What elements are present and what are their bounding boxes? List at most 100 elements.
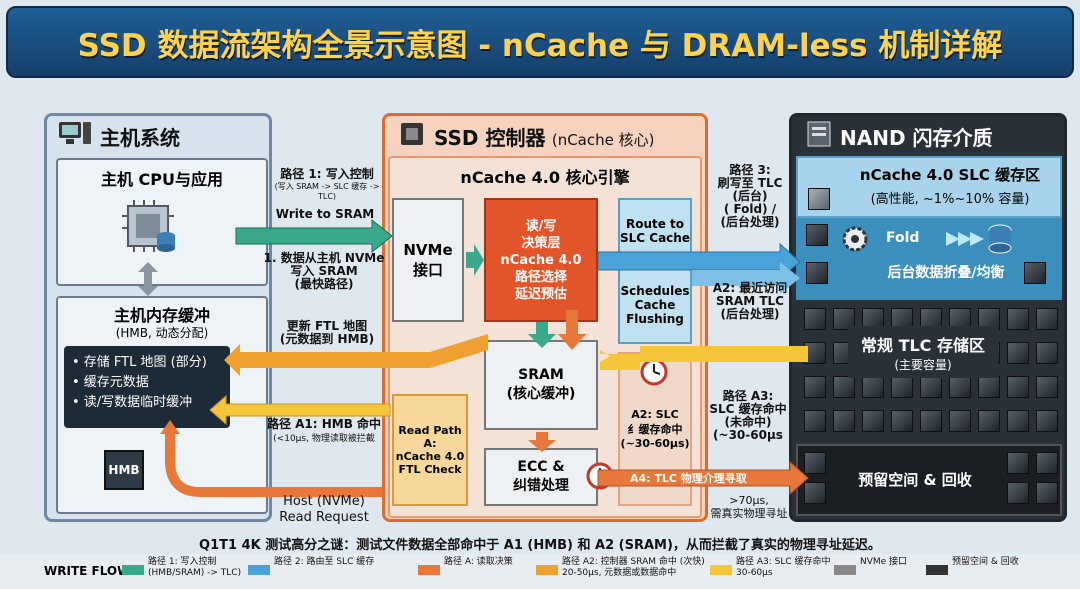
computer-icon [58,120,92,148]
hmb-item: • 读/写数据临时缓冲 [72,395,193,410]
pathA1-label: 路径 A1: HMB 命中 (<10μs, 物理读取被拦截 [266,417,382,445]
legend-swatch [834,565,856,575]
decision-layer: 读/写 决策层 nCache 4.0 路径选择 延迟预估 [484,198,598,322]
arrow-update-ftl [224,334,488,376]
reserve-cube-icon [1007,482,1029,504]
tlc-cube-icon [949,410,971,432]
chip-icon [398,120,426,148]
tlc-cube-icon [862,410,884,432]
reserve-cube-icon [1036,482,1058,504]
a4-label: A4: TLC 物理介理寻取 [630,472,747,485]
legend-label: 路径 A: 读取决策 [444,557,513,567]
tlc-cube-icon [804,410,826,432]
tlc-cube-icon [833,410,855,432]
nvme-interface: NVMe 接口 [392,198,464,322]
tlc-cube-icon [1007,342,1029,364]
page-title: SSD 数据流架构全景示意图 - nCache 与 DRAM-less 机制详解 [6,6,1074,78]
sram-box: SRAM (核心缓冲) [484,340,598,430]
reserve-label: 预留空间 & 回收 [840,464,990,494]
legend-title: WRITE FLOW [44,564,131,578]
path3-label: 路径 3: 刷写至 TLC (后台) ( Fold) / (后台处理) [717,163,783,229]
tlc-cube-icon [804,376,826,398]
legend-label: 路径 2: 路由至 SLC 缓存 [274,557,375,567]
fold-cube-icon [806,224,828,246]
legend-swatch [418,565,440,575]
tlc-cube-icon [1036,410,1058,432]
tlc-label-box: 常规 TLC 存储区 (主要容量) [848,326,998,378]
fold-caption: 后台数据折叠/均衡 [887,265,1005,281]
arrow-flush-tlc [692,262,800,294]
fold-arrow-icon [946,228,984,250]
arrow-decision-down [558,310,586,350]
tlc-cube-icon [1007,410,1029,432]
legend-label: 预留空间 & 回收 [952,557,1019,567]
ssd-header: SSD 控制器 (nCache 核心) [434,126,655,150]
tlc-subtitle: (主要容量) [894,357,952,372]
fold-cube-icon [806,262,828,284]
fold-cube-icon [1024,262,1046,284]
tlc-cube-icon [1007,376,1029,398]
tlc-cube-icon [891,410,913,432]
tlc-cube-icon [1036,376,1058,398]
reserve-cube-icon [1007,452,1029,474]
hmb-item: • 缓存元数据 [72,375,149,390]
arrow-sram-ecc [528,432,556,452]
tlc-cube-icon [1007,308,1029,330]
read-path-a-box: Read Path A: nCache 4.0 FTL Check [392,394,468,506]
legend-label: 路径 1: 写入控制 (HMB/SRAM) -> TLC) [148,557,242,578]
host-header: 主机系统 [100,126,180,150]
tlc-cube-icon [804,308,826,330]
summary-text: Q1T1 4K 测试高分之谜：测试文件数据全部命中于 A1 (HMB) 和 A2… [199,538,881,553]
slc-subtitle: (高性能, ~1%~10% 容量) [870,192,1030,207]
tlc-cube-icon [1036,342,1058,364]
nand-chip-icon [806,120,832,148]
legend-swatch [536,565,558,575]
tlc-cube-icon [1036,308,1058,330]
arrow-nvme-decision [466,244,484,276]
tlc-cube-icon [833,376,855,398]
slc-cube-icon [808,188,830,210]
bidirectional-arrow-icon [136,262,160,296]
pathA3-label: 路径 A3: SLC 缓存命中 (未命中) (~30-60μs [709,389,787,442]
fold-label: Fold [886,230,920,246]
reserve-cube-icon [804,482,826,504]
a4-sub-label: >70μs, 需真实物理寻址 [710,494,788,520]
engine-title: nCache 4.0 核心引擎 [460,168,630,187]
schedules-flushing-box: Schedules Cache Flushing [618,266,692,344]
cpu-title: 主机 CPU与应用 [100,170,224,189]
legend: WRITE FLOW 路径 1: 写入控制 (HMB/SRAM) -> TLC)… [0,554,1080,589]
hmb-chip: HMB [104,450,144,490]
write-sram-label: Write to SRAM [275,207,375,221]
slc-cache-area [796,156,1062,218]
nand-header: NAND 闪存介质 [840,126,993,150]
cpu-chip-icon [120,198,180,258]
tlc-cube-icon [920,410,942,432]
arrow-write-to-sram [235,218,393,254]
reserve-cube-icon [1036,452,1058,474]
legend-swatch [122,565,144,575]
slc-title: nCache 4.0 SLC 缓存区 [859,166,1041,184]
tlc-cube-icon [978,410,1000,432]
step1-label: 1. 数据从主机 NVMe 写入 SRAM (最快路径) [263,251,385,291]
arrow-tlc-to-sram [600,346,808,370]
path1-label: 路径 1: 写入控制 (写入 SRAM -> SLC 缓存 -> TLC) [274,167,380,202]
legend-swatch [248,565,270,575]
hmb-subtitle: (HMB, 动态分配) [115,326,209,340]
arrow-hmb-hit [209,394,391,426]
tlc-title: 常规 TLC 存储区 [861,335,985,355]
hmb-list: • 存储 FTL 地图 (部分) • 缓存元数据 • 读/写数据临时缓冲 [64,346,230,428]
hmb-item: • 存储 FTL 地图 (部分) [72,355,207,370]
tlc-cube-icon [833,308,855,330]
arrow-decision-sram [528,322,556,348]
hmb-title: 主机内存缓冲 [113,306,210,325]
host-request-label: Host (NVMe) Read Request [279,494,369,525]
ftl-update-label: 更新 FTL 地图 (元数据到 HMB) [279,319,375,346]
a2-recent-label: A2: 最近访问 SRAM TLC (后台处理) [712,281,788,321]
database-icon [986,224,1014,254]
fold-band [796,218,1062,300]
fold-gear-icon [840,224,870,254]
arrow-host-request [165,430,382,497]
reserve-cube-icon [804,452,826,474]
legend-swatch [926,565,948,575]
